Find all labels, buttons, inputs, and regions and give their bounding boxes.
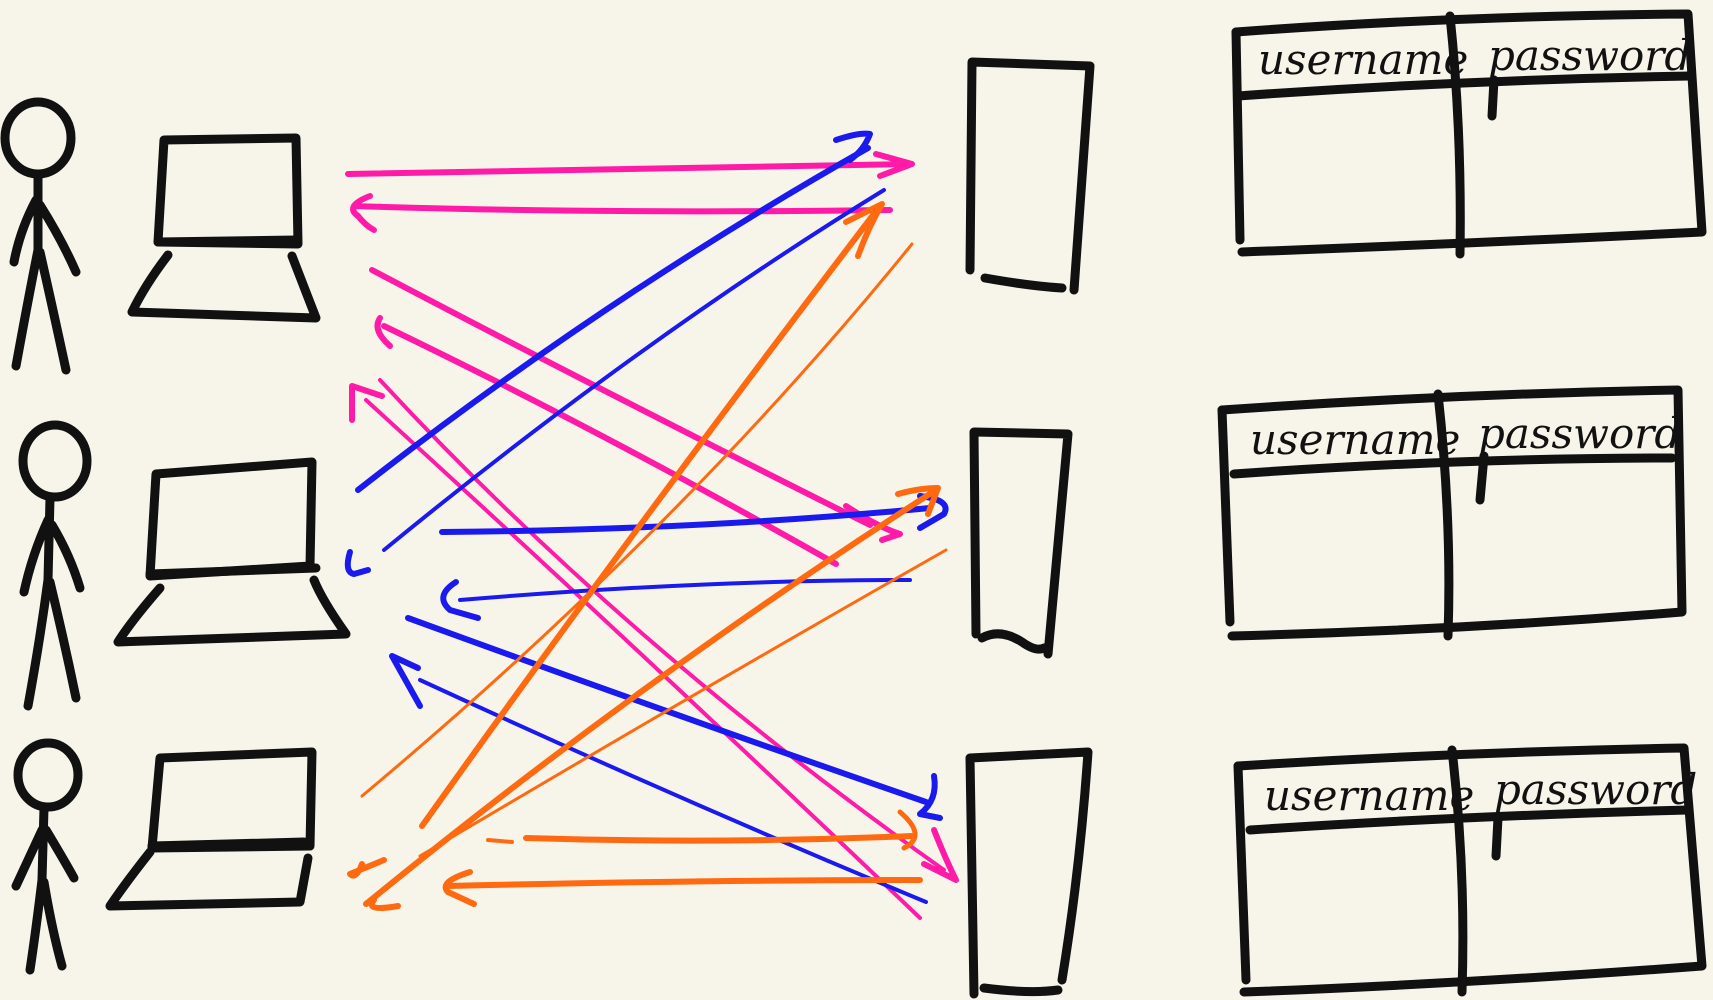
db-table-2: username password (1217, 385, 1687, 641)
table1-header-username: username (1258, 35, 1468, 84)
arrowhead-server1-blue (833, 130, 873, 163)
arrowhead-laptop1-pink (350, 193, 377, 233)
arrowhead-laptop2-blue (344, 549, 371, 577)
arrowhead-server3-pink (921, 827, 959, 883)
arrow-server2-to-laptop2 (458, 578, 912, 602)
arrow-server2-to-laptop1 (381, 323, 839, 567)
arrow-server3-to-laptop1 (364, 398, 922, 920)
arrowhead-server3-orange (897, 809, 918, 851)
laptop-3 (105, 747, 317, 911)
server-3 (965, 747, 1093, 999)
table2-header-username: username (1250, 415, 1460, 464)
pink-arrows (345, 151, 959, 920)
arrow-laptop1-to-server2 (369, 267, 873, 528)
arrow-laptop2-to-server1 (355, 145, 871, 493)
table3-header-username: username (1264, 771, 1474, 820)
arrow-laptop1-to-server1 (345, 161, 911, 177)
db-table-3: username password (1233, 743, 1707, 997)
arrow-laptop1-to-server3 (378, 378, 946, 872)
arrowhead-server1-pink (873, 151, 915, 179)
arrow-laptop3-to-server3 (523, 833, 915, 844)
user-figure-1 (0, 97, 81, 375)
arrow-server1-to-laptop3 (360, 242, 914, 798)
server-1 (965, 57, 1095, 295)
table1-header-password: password (1488, 31, 1691, 80)
arrow-laptop2-to-server3 (405, 615, 929, 805)
arrowhead-laptop2-blue-3 (389, 653, 423, 709)
arrowhead-server3-blue (917, 773, 943, 821)
laptop-1 (127, 133, 321, 323)
arrow-server1-to-laptop2 (382, 188, 886, 552)
arrow-server2-to-laptop3 (418, 548, 948, 858)
arrow-laptop3-to-server1 (419, 203, 883, 829)
blue-arrows (344, 130, 949, 904)
laptop-2 (113, 457, 351, 647)
arrowhead-laptop1-pink-3 (349, 383, 385, 423)
user-figure-3 (11, 738, 83, 975)
arrowhead-server2-orange (895, 485, 941, 517)
server-2 (969, 427, 1073, 659)
db-table-1: username password (1231, 9, 1707, 259)
arrowhead-laptop1-pink-2 (374, 315, 393, 349)
arrowhead-server1-orange (843, 201, 885, 259)
arrowhead-laptop3-orange-3 (347, 857, 387, 879)
table2-header-password: password (1478, 409, 1681, 458)
arrow-laptop3-to-server3-start (486, 838, 514, 844)
arrowhead-laptop3-orange-2 (442, 869, 477, 907)
arrowhead-laptop3-orange (368, 897, 401, 911)
arrowhead-laptop2-blue-2 (440, 579, 481, 621)
arrow-server3-to-laptop3 (445, 877, 923, 889)
table3-header-password: password (1494, 765, 1697, 814)
arrow-server1-to-laptop1 (351, 203, 893, 215)
user-figure-2 (18, 420, 92, 711)
arrow-server3-to-laptop2 (418, 678, 928, 904)
arrow-laptop2-to-server2 (439, 505, 933, 535)
orange-arrows (347, 201, 948, 911)
